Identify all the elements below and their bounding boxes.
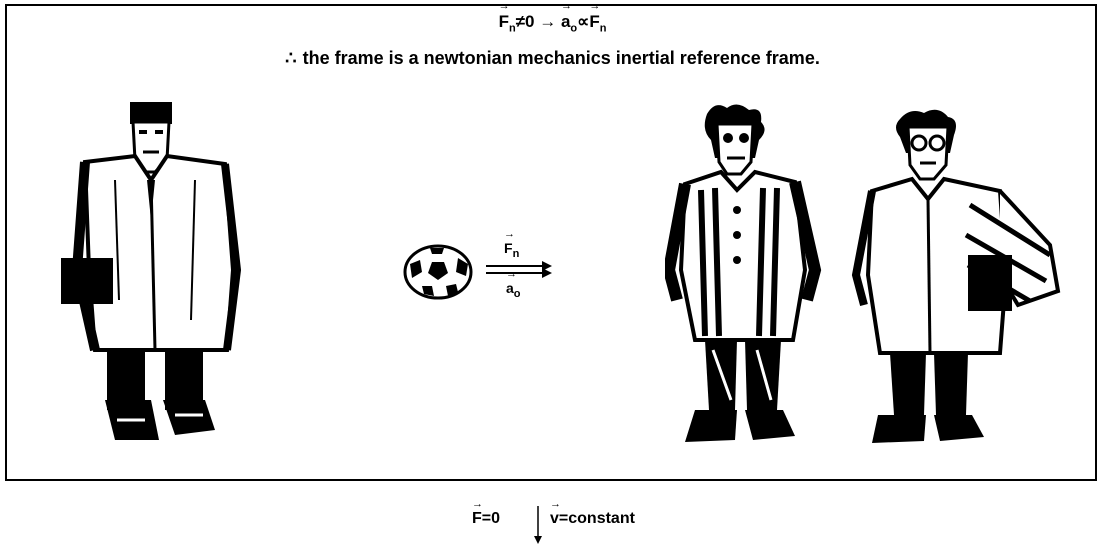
statement-line: ∴the frame is a newtonian mechanics iner…	[0, 48, 1105, 69]
therefore-symbol: ∴	[285, 48, 297, 68]
observer-left-figure	[61, 102, 242, 440]
force-vector: F	[499, 1, 510, 32]
observer-right-figure-2	[851, 109, 1061, 443]
not-equal-zero: ≠0	[515, 12, 535, 31]
proportional-symbol: ∝	[577, 12, 590, 31]
reference-frame-border	[5, 4, 1097, 481]
acceleration-subscript: o	[570, 22, 578, 35]
implies-arrow: →	[539, 12, 557, 31]
down-arrow-icon	[534, 506, 542, 544]
observer-right-figure-1	[665, 104, 822, 442]
ball-force-diagram: Fn ao	[402, 229, 562, 300]
top-equation: Fn≠0 → ao∝Fn	[0, 1, 1105, 36]
statement-text: the frame is a newtonian mechanics inert…	[302, 48, 820, 68]
net-force-zero: F=0	[472, 499, 500, 528]
force-acceleration-arrows	[486, 261, 552, 278]
force-vector-rhs: F	[589, 1, 600, 32]
force-subscript-rhs: n	[599, 22, 607, 35]
acceleration-label: ao	[506, 269, 521, 300]
acceleration-vector: a	[561, 1, 571, 32]
bottom-equation: F=0 v=constant	[472, 499, 732, 546]
force-subscript: n	[508, 22, 516, 35]
velocity-constant: v=constant	[550, 499, 635, 528]
soccer-ball-icon	[403, 244, 473, 300]
force-label: Fn	[504, 229, 519, 260]
